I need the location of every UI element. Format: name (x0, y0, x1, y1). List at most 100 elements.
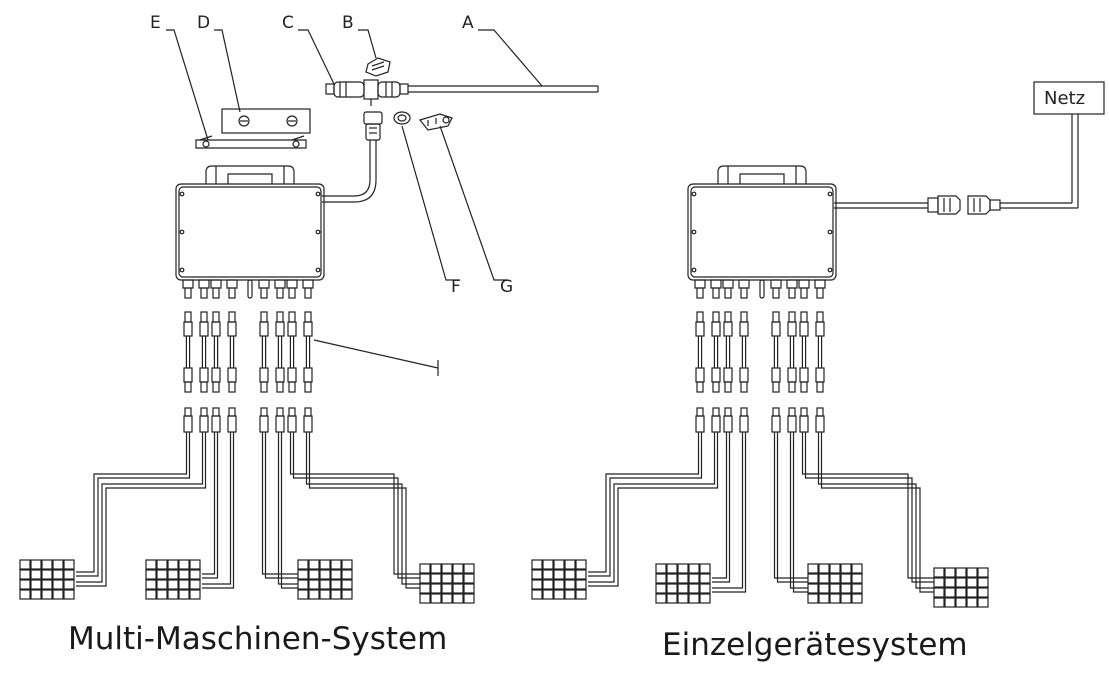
panel-cell (553, 579, 565, 590)
panel-cell (829, 583, 841, 594)
panel-connector (199, 407, 209, 444)
panel-cell (807, 583, 819, 594)
panel-cell (463, 563, 475, 574)
panel-cell (441, 593, 453, 604)
panel-cell (52, 579, 64, 590)
screw (827, 229, 833, 235)
panel-cell (542, 559, 554, 570)
caption-multi-system: Multi-Maschinen-System (68, 621, 448, 657)
lead-connector-body (287, 415, 297, 433)
panel-cell (297, 559, 309, 570)
panel-cell (178, 569, 190, 580)
panel-cell (452, 563, 464, 574)
wire-run (305, 444, 420, 585)
panel-cell (297, 579, 309, 590)
connector-top (212, 311, 220, 323)
inverter-inner-edge (690, 186, 834, 278)
screw (691, 191, 697, 197)
screw (827, 267, 833, 273)
label-d: D (197, 13, 210, 33)
panel-cell (699, 563, 711, 574)
panel-connector (711, 407, 721, 444)
panel-cell (944, 587, 956, 598)
connector-top (184, 311, 192, 323)
dc-port (798, 279, 810, 289)
connector-bottom (800, 381, 808, 393)
caption-single-system: Einzelgerätesystem (662, 627, 968, 663)
part-g-unlock-tool (418, 113, 453, 131)
connector-bottom (788, 381, 796, 393)
wire-run (588, 444, 703, 577)
panel-cell (933, 577, 945, 588)
wire-run (804, 444, 934, 583)
solar-panel (531, 559, 587, 600)
connector-bottom (200, 381, 208, 393)
panel-cell (63, 569, 75, 580)
panel-cell (430, 573, 442, 584)
panel-cell (688, 583, 700, 594)
panel-cell (564, 559, 576, 570)
connector-top (816, 311, 824, 323)
dc-port-stub (724, 287, 732, 299)
connector-top-body (211, 321, 221, 337)
panel-cell (145, 559, 157, 570)
dc-extension-cables (183, 311, 313, 393)
dc-cable (211, 311, 221, 393)
lead-connector-tip (800, 407, 808, 417)
connector-top-body (199, 321, 209, 337)
dc-port (226, 279, 238, 289)
wire-run (820, 444, 934, 593)
wire-run (76, 444, 207, 587)
dc-port (302, 279, 314, 289)
dc-cable (739, 311, 749, 393)
label-a: A (462, 13, 474, 33)
panel-cell (933, 567, 945, 578)
panel-connector (227, 407, 237, 444)
panel-cell (63, 589, 75, 600)
panel-cell (955, 567, 967, 578)
part-b-clip (365, 57, 391, 77)
panel-cell (167, 579, 179, 590)
dc-cable (815, 311, 825, 393)
dc-port-stub (260, 287, 268, 299)
panel-cell (319, 579, 331, 590)
screw (691, 229, 697, 235)
panel-cell (829, 593, 841, 604)
dc-port-stub (288, 287, 296, 299)
multi-system (19, 165, 475, 604)
wire-run (712, 444, 744, 589)
panel-cell (966, 597, 978, 608)
connector-bottom-body (303, 367, 313, 383)
dc-port-stub (788, 287, 796, 299)
part-a-ac-cable (408, 85, 599, 93)
connector-bottom-body (711, 367, 721, 383)
panel-cell (463, 583, 475, 594)
connector-bottom-body (695, 367, 705, 383)
connector-top (712, 311, 720, 323)
panel-cell (430, 583, 442, 594)
panel-connector (183, 407, 193, 444)
panel-cell (463, 573, 475, 584)
panel-cell (52, 559, 64, 570)
wire-run (202, 444, 216, 575)
panel-cell (19, 569, 31, 580)
panel-cell (564, 579, 576, 590)
panel-cell (156, 569, 168, 580)
lead-connector-tip (772, 407, 780, 417)
lead-connector-tip (276, 407, 284, 417)
connector-bottom-body (771, 367, 781, 383)
panel-cell (699, 583, 711, 594)
connector-bottom (276, 381, 284, 393)
panel-cell (330, 589, 342, 600)
dc-ports (182, 279, 314, 299)
panel-cell (341, 589, 353, 600)
panel-cell (688, 563, 700, 574)
panel-cell (944, 567, 956, 578)
lead-connector-tip (712, 407, 720, 417)
dc-port (738, 279, 750, 289)
connector-top (772, 311, 780, 323)
connector-bottom-body (815, 367, 825, 383)
dc-cable (711, 311, 721, 393)
panel-cell (30, 589, 42, 600)
part-f-end-cap (393, 111, 411, 125)
